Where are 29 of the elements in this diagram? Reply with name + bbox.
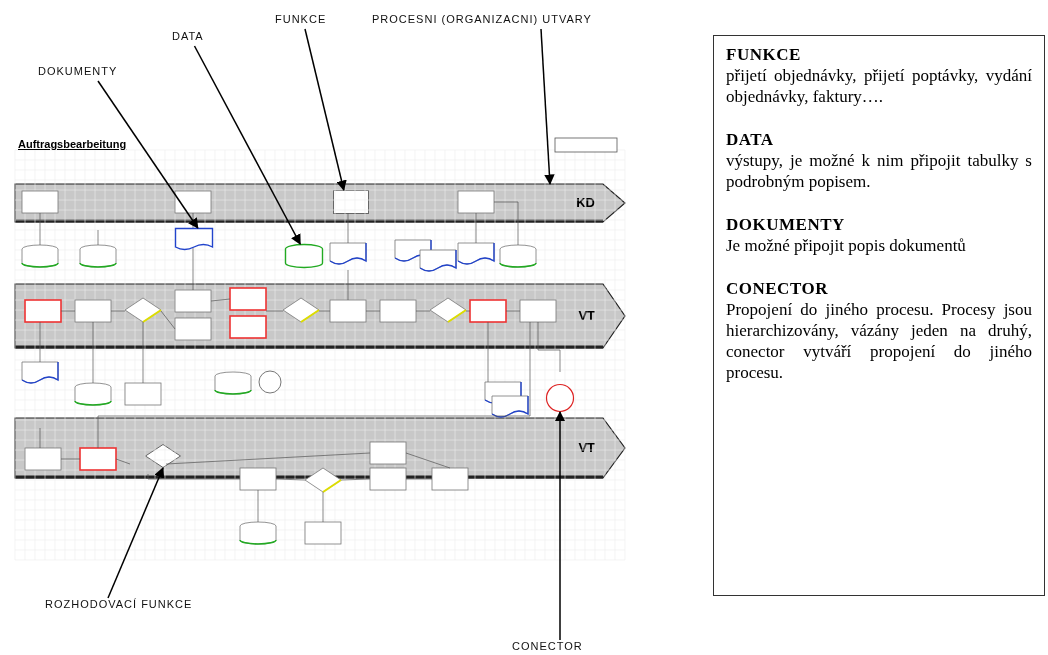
callout-label: ROZHODOVACÍ FUNKCE — [45, 598, 225, 614]
lane-label: VT — [578, 308, 595, 323]
callout-label: CONECTOR — [512, 640, 592, 655]
panel-paragraph: Propojení do jiného procesu. Procesy jsou hierarchizovány, vázány jeden na druhý, conector vytváří propojení do jiného procesu. — [726, 299, 1032, 383]
leader-arrow — [304, 28, 347, 191]
leader-arrow — [540, 28, 555, 186]
panel-heading: FUNKCE — [726, 44, 802, 65]
text-panel — [713, 35, 1045, 596]
lane-label: VT — [578, 440, 595, 455]
decision-diamond — [145, 444, 181, 468]
callout-label: FUNKCE — [275, 13, 335, 29]
lane-label: KD — [576, 195, 595, 210]
leader-arrow — [97, 80, 199, 229]
document-shape — [175, 228, 213, 252]
callout-label: PROCESNI (ORGANIZACNI) UTVARY — [372, 13, 632, 29]
callout-label: DOKUMENTY — [38, 65, 138, 81]
panel-paragraph: výstupy, je možné k nim připojit tabulky s podrobným popisem. — [726, 150, 1032, 192]
leader-arrow — [193, 45, 301, 245]
callout-label: DATA — [172, 30, 222, 46]
leader-arrow — [554, 410, 566, 641]
connector-circle — [545, 384, 575, 412]
database-cylinder — [285, 244, 323, 268]
panel-paragraph: Je možné připojit popis dokumentů — [726, 235, 967, 256]
panel-heading: DATA — [726, 129, 775, 150]
panel-heading: DOKUMENTY — [726, 214, 846, 235]
leader-arrow — [107, 467, 165, 599]
heading-text: Auftragsbearbeitung — [18, 138, 127, 150]
panel-paragraph: přijetí objednávky, přijetí poptávky, vydání objednávky, faktury…. — [726, 65, 1032, 107]
panel-heading: CONECTOR — [726, 278, 829, 299]
